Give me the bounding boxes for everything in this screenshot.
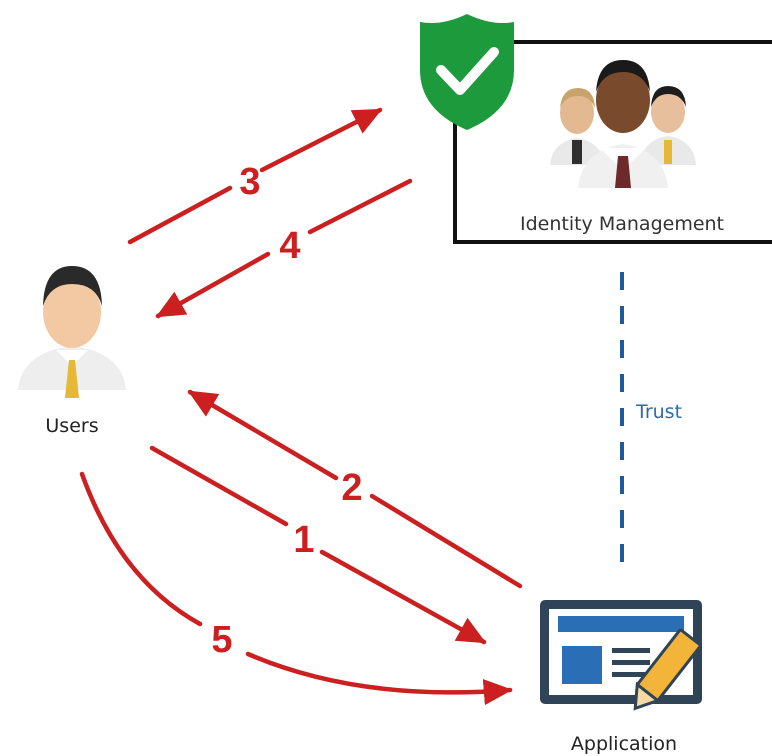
identity-management-label: Identity Management (520, 213, 724, 235)
people-group-icon (550, 60, 696, 188)
arrow-step-1 (149, 445, 484, 642)
arrow-step-5 (79, 471, 510, 692)
users-label: Users (45, 415, 98, 437)
step-labels: 3 4 2 1 5 (211, 161, 362, 661)
step-label-2: 2 (341, 467, 362, 509)
step-label-5: 5 (211, 619, 232, 661)
step-label-3: 3 (239, 161, 260, 203)
users-node: Users (18, 266, 126, 437)
application-screen-icon (540, 600, 702, 711)
arrow-step-2 (190, 392, 523, 589)
check-shield-icon (420, 14, 514, 130)
trust-label: Trust (635, 401, 682, 423)
flow-arrows (79, 110, 523, 692)
application-label: Application (571, 733, 677, 755)
step-label-4: 4 (279, 225, 300, 267)
application-node: Application (540, 600, 702, 755)
arrow-step-3 (127, 110, 380, 245)
step-label-1: 1 (293, 519, 314, 561)
arrow-step-4 (158, 178, 413, 316)
identity-management-node: Identity Management (453, 40, 772, 244)
user-icon (18, 266, 126, 398)
